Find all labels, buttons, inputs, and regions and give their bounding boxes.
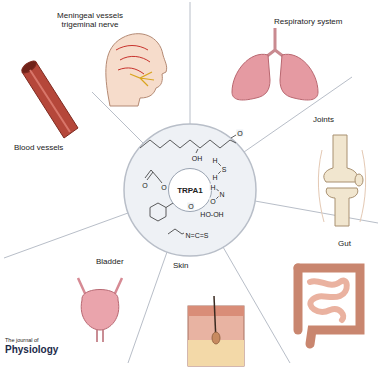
journal-logo: Physiology — [5, 344, 58, 355]
atom-label: O — [160, 184, 167, 191]
atom-label: O — [209, 198, 216, 205]
atom-label: N — [218, 190, 225, 197]
atom-label: S — [221, 165, 228, 172]
atom-label: O — [187, 203, 194, 210]
atom-label: H — [211, 157, 218, 164]
organ-label: Blood vessels — [14, 144, 63, 153]
atom-label: O — [236, 130, 243, 137]
organ-label: Skin — [173, 262, 189, 271]
organ-label: Bladder — [96, 258, 124, 267]
organ-label: Respiratory system — [274, 18, 342, 27]
atom-label: H — [211, 174, 218, 181]
atom-label: HO-OH — [199, 211, 224, 218]
organ-label: Joints — [313, 116, 334, 125]
atom-label: H — [209, 184, 216, 191]
atom-label: OH — [191, 155, 204, 162]
organ-label: Meningeal vessels trigeminal nerve — [54, 12, 126, 30]
node-label: TRPA1 — [177, 186, 203, 195]
journal-logo: The journal of — [5, 337, 39, 343]
atom-label: N=C=S — [185, 232, 210, 239]
organ-label: Gut — [338, 240, 351, 249]
atom-label: O — [141, 182, 148, 189]
